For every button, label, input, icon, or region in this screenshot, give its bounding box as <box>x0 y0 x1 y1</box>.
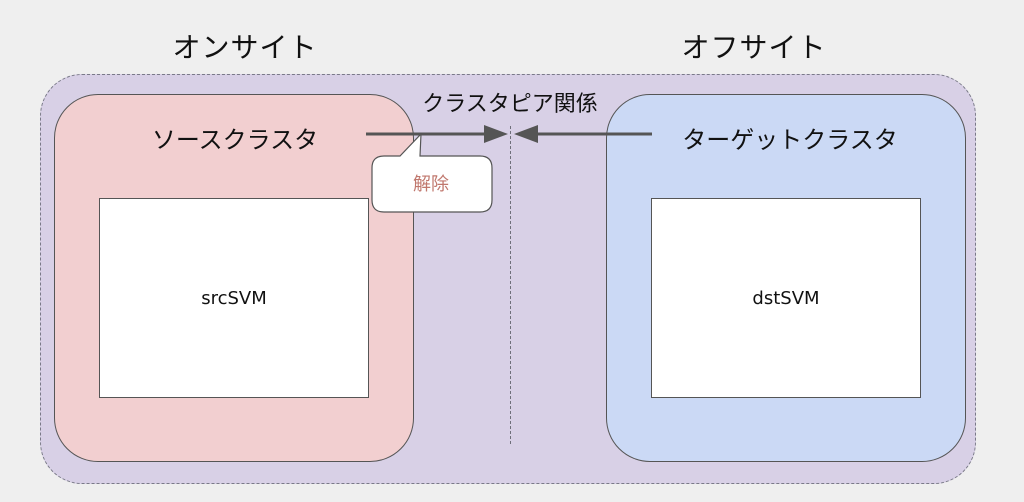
offsite-label: オフサイト <box>681 31 827 64</box>
target-arrow-head <box>514 125 538 143</box>
src-svm-box: srcSVM <box>99 198 369 398</box>
release-callout: 解除 <box>370 132 496 220</box>
source-arrow-head <box>484 125 508 143</box>
dst-svm-box: dstSVM <box>651 198 921 398</box>
peer-relationship-label: クラスタピア関係 <box>422 92 598 117</box>
source-cluster-label: ソースクラスタ <box>151 126 319 154</box>
release-label: 解除 <box>413 174 449 195</box>
onsite-label: オンサイト <box>172 31 318 64</box>
target-cluster-label: ターゲットクラスタ <box>682 126 898 154</box>
src-svm-label: srcSVM <box>201 287 267 309</box>
callout-bubble <box>371 132 493 213</box>
dst-svm-label: dstSVM <box>752 287 820 309</box>
site-divider <box>510 126 511 444</box>
